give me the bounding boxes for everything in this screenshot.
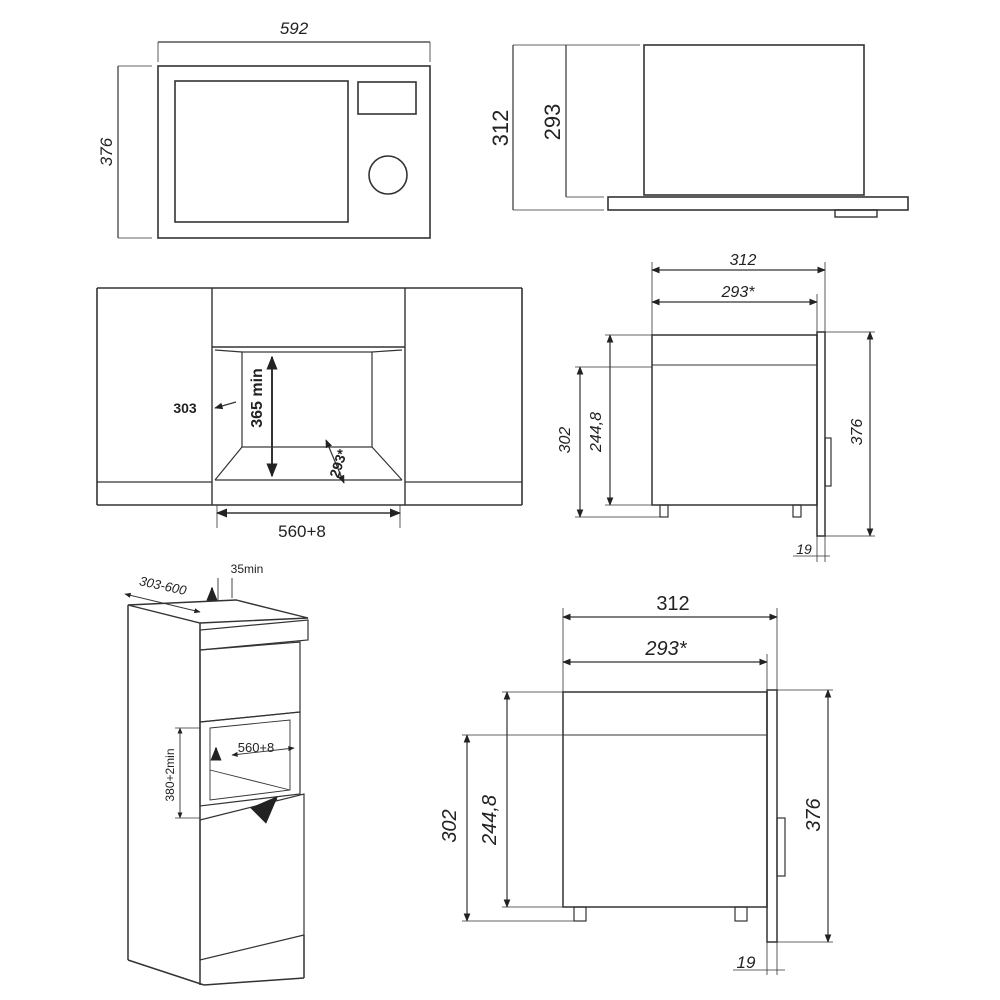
mid-height-body-label: 302 (557, 427, 574, 454)
niche-width-label: 560+8 (278, 522, 326, 541)
foot (834, 209, 878, 218)
bottom-total-depth-label: 312 (656, 593, 689, 615)
niche-depth-label: 293* (326, 447, 350, 480)
cabinet-niche-width-label: 560+8 (238, 740, 275, 755)
bottom-height-body-label: 302 (439, 809, 461, 842)
side-top-depth-label: 312 (488, 110, 513, 147)
display-panel (357, 81, 417, 115)
mid-total-depth-label: 312 (730, 252, 757, 269)
cabinet-top-vent-label: 35min (231, 562, 264, 576)
bottom-body-depth-label: 293* (644, 638, 687, 660)
side-view-mid (575, 262, 875, 562)
lower-door (199, 793, 305, 961)
front-plate (607, 196, 909, 211)
bottom-inner-height-label: 244,8 (479, 795, 501, 846)
mid-inner-height-label: 244,8 (588, 412, 605, 453)
niche-side-gap-label: 303 (173, 400, 197, 416)
side-view-bottom (462, 608, 833, 975)
niche-back-wall (241, 351, 373, 448)
cabinet-top (127, 599, 309, 624)
cabinet-depth-label: 303-600 (138, 573, 189, 598)
front-panel-mid (816, 331, 826, 537)
front-view (117, 41, 431, 239)
front-height-label: 376 (97, 137, 116, 166)
niche-view (96, 287, 523, 528)
oven-body (643, 44, 865, 196)
front-panel (157, 65, 431, 239)
side-view-top (512, 44, 909, 218)
foot-left-mid (659, 504, 669, 518)
foot-right-bottom (734, 906, 748, 922)
side-gap-arrow (214, 401, 237, 410)
front-width-label: 592 (280, 19, 309, 38)
oven-body-mid (651, 334, 818, 506)
bottom-panel-thickness-label: 19 (737, 953, 756, 972)
upper-panel (199, 641, 301, 723)
bottom-height-total-label: 376 (803, 797, 825, 831)
mid-body-depth-label: 293* (721, 284, 756, 301)
niche-min-height-label: 365 min (249, 368, 266, 428)
mid-height-total-label: 376 (849, 419, 866, 446)
foot-right-mid (792, 504, 802, 518)
front-panel-bottom (766, 689, 778, 943)
handle-bottom (776, 817, 786, 877)
cabinet-niche-height-label: 380+2min (163, 748, 177, 801)
depth-arrow (325, 439, 345, 484)
cabinet-view (124, 578, 309, 986)
handle-mid (824, 437, 832, 487)
foot-left-bottom (573, 906, 587, 922)
control-knob (368, 155, 408, 195)
upper-door (199, 619, 309, 651)
niche-opening (199, 711, 301, 807)
side-top-inner-depth-label: 293 (540, 104, 565, 141)
door-window (174, 80, 349, 223)
mid-panel-thickness-label: 19 (796, 541, 812, 557)
oven-body-bottom (562, 691, 768, 908)
